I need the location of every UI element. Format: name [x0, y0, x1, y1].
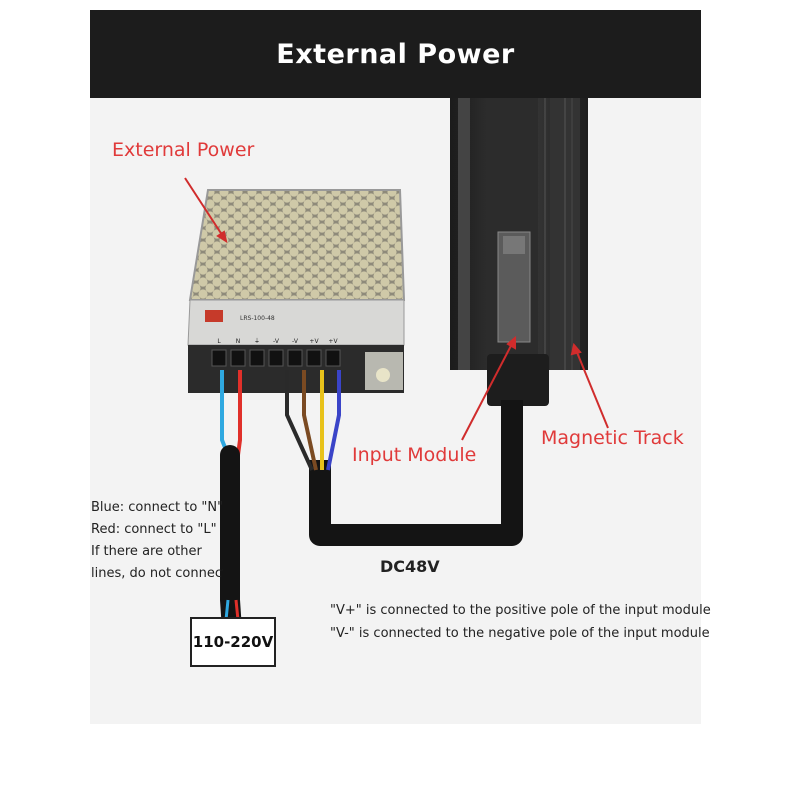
- psu-model: LRS-100-48: [240, 315, 275, 322]
- terminal-screw: [211, 349, 227, 367]
- wiring-note: lines, do not connect: [91, 566, 223, 581]
- input-module-label: Input Module: [352, 444, 477, 466]
- pole-note: "V-" is connected to the negative pole o…: [330, 626, 710, 641]
- magnetic-track-label: Magnetic Track: [541, 427, 684, 449]
- terminal-screw: [230, 349, 246, 367]
- power-supply: LRS-100-48 L N ⏚ -V -V +V +V: [187, 189, 406, 393]
- terminal-label: ⏚: [254, 338, 260, 345]
- terminal-screw: [306, 349, 322, 367]
- terminal-screw: [287, 349, 303, 367]
- terminal-label: +V: [328, 338, 338, 345]
- terminal-label: -V: [292, 338, 299, 345]
- wiring-note: Blue: connect to "N": [91, 500, 223, 515]
- terminal-label: L: [217, 338, 221, 345]
- wiring-note: If there are other: [91, 544, 202, 559]
- title-banner: External Power: [90, 10, 701, 98]
- external-power-label: External Power: [112, 139, 255, 161]
- page-title: External Power: [276, 38, 515, 70]
- terminal-screw: [249, 349, 265, 367]
- pole-note: "V+" is connected to the positive pole o…: [330, 603, 711, 618]
- wiring-notes: Blue: connect to "N" Red: connect to "L"…: [91, 497, 223, 585]
- terminal-label: -V: [273, 338, 280, 345]
- dc-cable: [309, 400, 523, 546]
- pointer-arrows: [184, 177, 609, 441]
- terminal-screw: [325, 349, 341, 367]
- terminal-label: N: [236, 338, 241, 345]
- ac-voltage-box: 110-220V: [190, 617, 276, 667]
- dc-voltage-label: DC48V: [380, 557, 440, 576]
- input-module: [487, 231, 549, 406]
- terminal-screw: [268, 349, 284, 367]
- ac-voltage-label: 110-220V: [192, 633, 274, 651]
- terminal-label: +V: [309, 338, 319, 345]
- wiring-note: Red: connect to "L": [91, 522, 217, 537]
